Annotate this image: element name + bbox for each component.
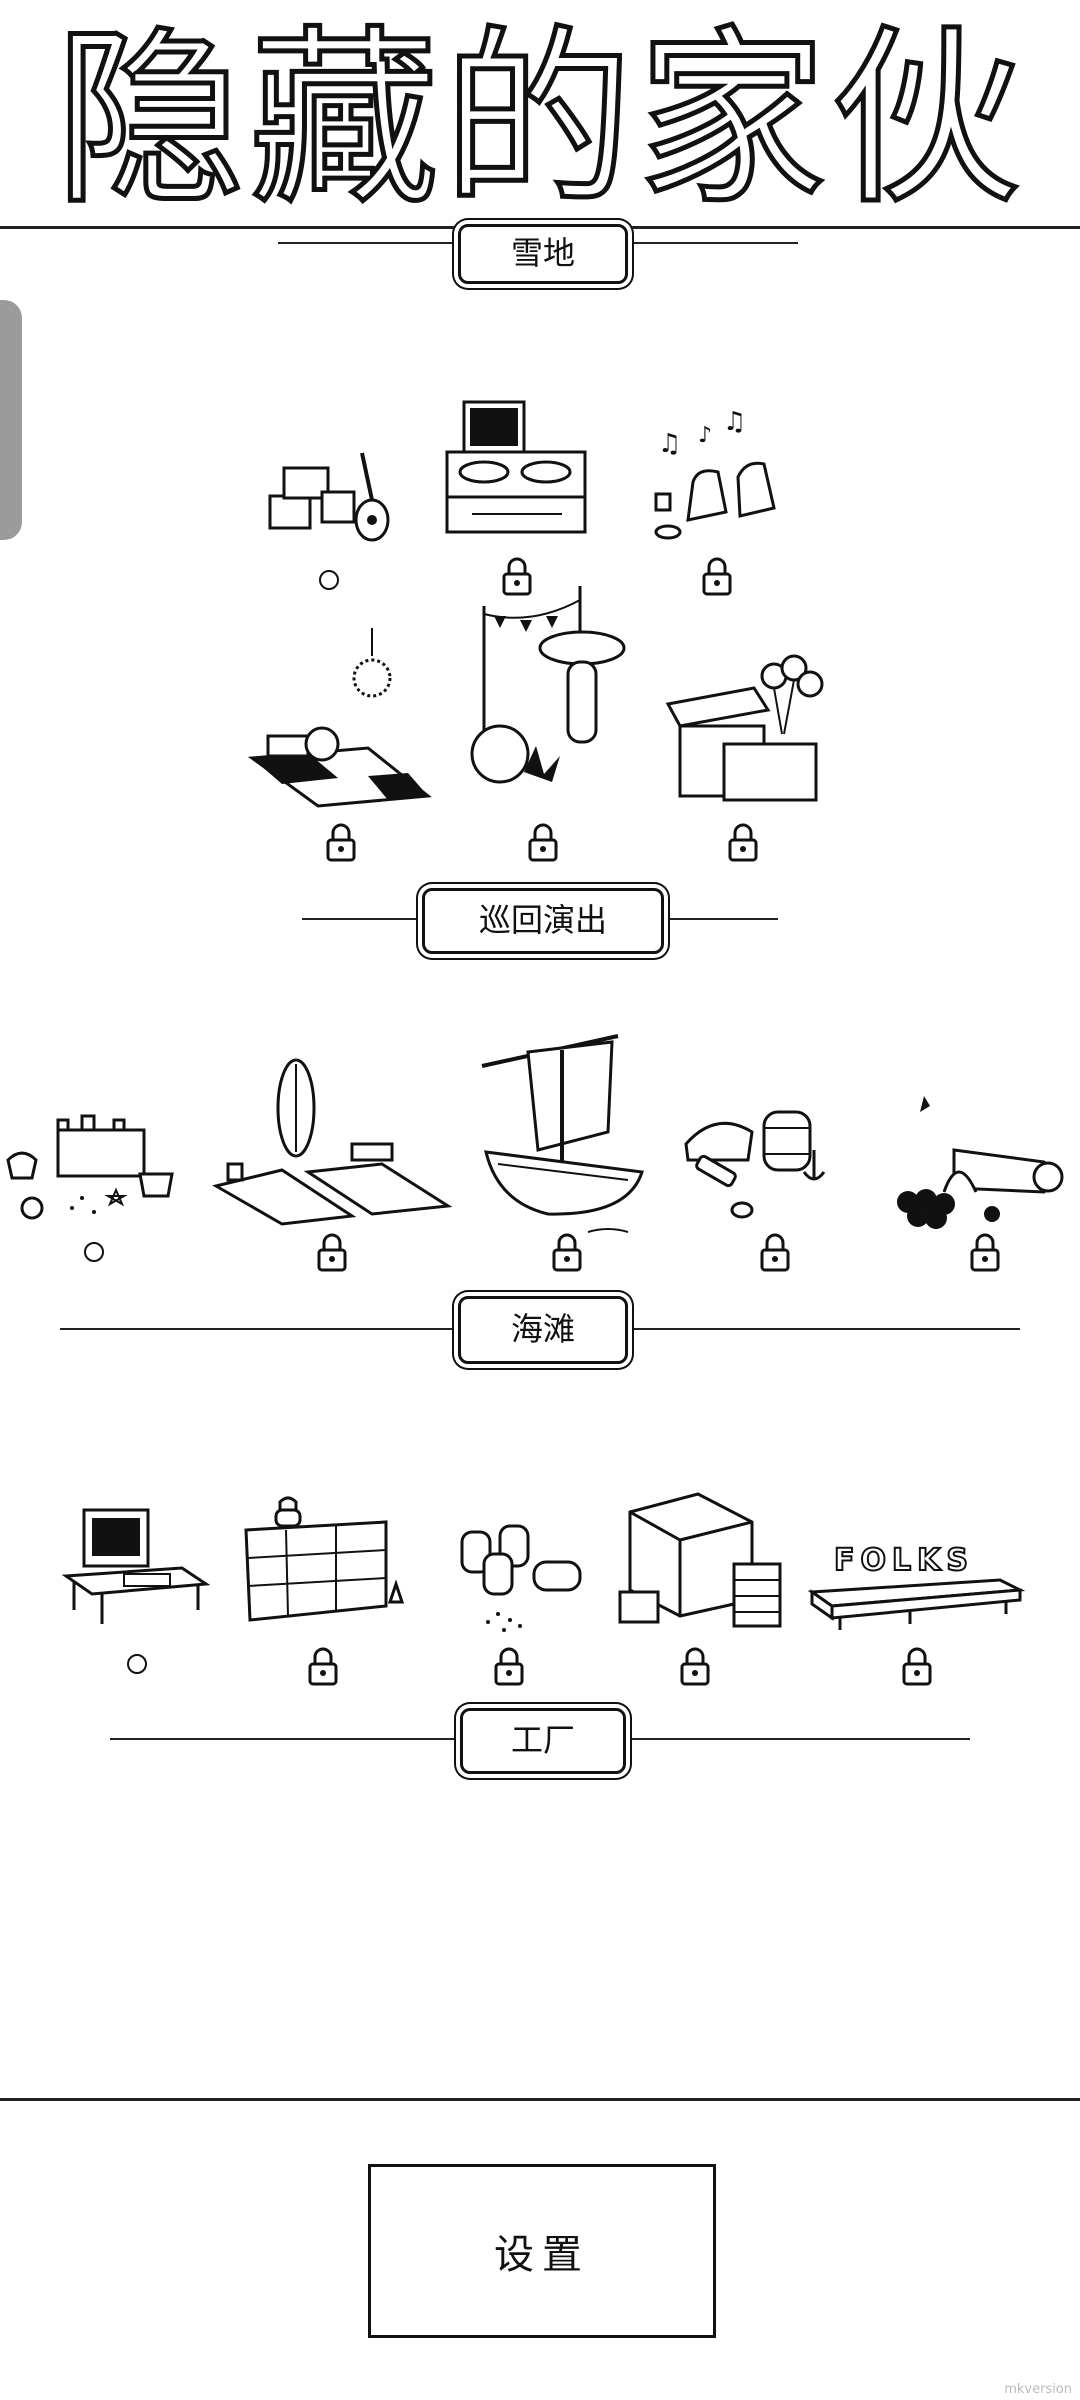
folks-sign-illustration: FOLKS — [807, 1542, 1026, 1630]
level-cannon[interactable] — [894, 1092, 1074, 1232]
sandcastle-illustration — [6, 1114, 174, 1220]
level-boxes-guitar[interactable] — [262, 448, 402, 548]
lock-icon — [308, 1646, 338, 1686]
oil-barrels-illustration — [460, 1524, 582, 1632]
level-barrels-crab[interactable] — [682, 1104, 862, 1228]
level-drawers[interactable] — [240, 1496, 410, 1628]
lock-icon — [552, 1232, 582, 1272]
level-stage-tuba[interactable] — [464, 586, 640, 806]
bottom-divider — [0, 2098, 1080, 2101]
settings-button[interactable]: 设置 — [368, 2164, 716, 2338]
level-cargo-box[interactable] — [618, 1492, 788, 1634]
drawers-illustration — [244, 1496, 405, 1622]
side-drawer-handle[interactable] — [0, 300, 22, 540]
section-banner-factory: 工厂 — [460, 1708, 626, 1774]
svg-text:FOLKS: FOLKS — [834, 1543, 974, 1578]
svg-text:♪: ♪ — [698, 423, 712, 448]
car-seats-illustration: ♫ ♪ ♫ — [654, 407, 776, 540]
cannon-illustration — [897, 1096, 1064, 1229]
level-folks-sign[interactable]: FOLKS — [807, 1528, 1026, 1632]
level-computer-desk[interactable] — [61, 1506, 212, 1630]
level-market-balloons[interactable] — [664, 654, 830, 806]
barrels-crab-illustration — [684, 1110, 826, 1219]
game-title: 隐藏的家伙 — [52, 9, 1025, 230]
section-banner-beach: 海滩 — [458, 1296, 628, 1364]
lock-icon — [970, 1232, 1000, 1272]
computer-desk-illustration — [61, 1508, 211, 1624]
lock-icon — [902, 1646, 932, 1686]
level-dj-turntables[interactable] — [442, 400, 592, 542]
lock-icon — [528, 822, 558, 862]
section-banner-tour: 巡回演出 — [422, 888, 664, 954]
watermark: mkversion — [1004, 2382, 1072, 2397]
level-car-seats-music[interactable]: ♫ ♪ ♫ — [648, 407, 808, 544]
cargo-box-illustration — [618, 1492, 782, 1628]
stage-tuba-illustration — [470, 586, 626, 784]
svg-text:♫: ♫ — [723, 407, 746, 437]
level-picnic-disco[interactable] — [247, 628, 432, 808]
lock-icon — [760, 1232, 790, 1272]
level-sandcastle[interactable] — [2, 1108, 186, 1228]
lock-icon — [728, 822, 758, 862]
lock-icon — [494, 1646, 524, 1686]
dj-turntables-illustration — [445, 400, 587, 534]
towels-surfboard-illustration — [211, 1058, 453, 1226]
section-banner-snow: 雪地 — [458, 224, 628, 284]
sailboat-illustration — [481, 1034, 644, 1233]
lock-icon — [317, 1232, 347, 1272]
boxes-guitar-illustration — [268, 452, 390, 542]
level-available-dot — [84, 1242, 104, 1262]
level-towels-surfboard[interactable] — [211, 1058, 453, 1226]
picnic-disco-illustration — [247, 628, 432, 808]
lock-icon — [502, 556, 532, 596]
level-available-dot — [319, 570, 339, 590]
level-sailboat[interactable] — [478, 1032, 648, 1233]
lock-icon — [680, 1646, 710, 1686]
lock-icon — [702, 556, 732, 596]
lock-icon — [326, 822, 356, 862]
level-oil-barrels[interactable] — [458, 1524, 588, 1636]
svg-text:♫: ♫ — [658, 429, 681, 459]
market-balloons-illustration — [665, 654, 824, 802]
level-available-dot — [127, 1654, 147, 1674]
